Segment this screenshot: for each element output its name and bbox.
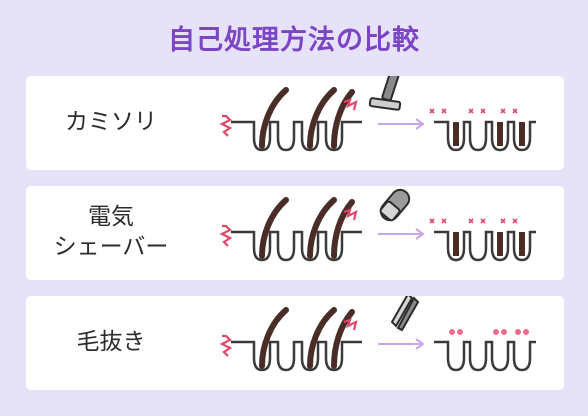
skin-line-before bbox=[231, 340, 362, 372]
method-label-line: 電気 bbox=[88, 204, 134, 231]
pain-zigzag-icon bbox=[343, 318, 358, 331]
skin-line-before bbox=[231, 120, 362, 152]
method-row-tweezers: 毛抜き bbox=[26, 296, 564, 390]
hair-strand bbox=[331, 89, 355, 149]
pain-zigzag-icon bbox=[219, 224, 233, 247]
electric-shaver-icon bbox=[379, 188, 411, 222]
hair-strand bbox=[331, 309, 355, 369]
pain-zigzag-icon bbox=[219, 334, 233, 357]
method-label: 毛抜き bbox=[26, 296, 196, 390]
irritation-marks bbox=[429, 108, 518, 114]
page-title: 自己処理方法の比較 bbox=[168, 25, 420, 56]
skin-before bbox=[219, 197, 362, 262]
irritation-marks bbox=[429, 218, 518, 224]
tweezers-icon bbox=[390, 296, 420, 332]
skin-line-after bbox=[434, 120, 536, 152]
method-label: カミソリ bbox=[26, 76, 196, 170]
skin-line-before bbox=[231, 230, 362, 262]
arrow-icon bbox=[378, 338, 425, 350]
method-label-line: カミソリ bbox=[65, 109, 157, 136]
skin-line-after bbox=[434, 340, 536, 372]
hair-strand bbox=[307, 197, 337, 259]
skin-after bbox=[429, 108, 536, 152]
skin-after bbox=[429, 218, 536, 262]
pain-zigzag-icon bbox=[219, 114, 233, 137]
razor-icon bbox=[368, 76, 402, 111]
method-row-electric-shaver: 電気 シェーバー bbox=[26, 186, 564, 280]
hair-strand bbox=[331, 199, 355, 259]
skin-after bbox=[434, 329, 536, 372]
hair-strand bbox=[259, 307, 289, 369]
process-illustration bbox=[219, 296, 536, 372]
pain-zigzag-icon bbox=[343, 208, 358, 221]
redness-dots bbox=[449, 329, 529, 335]
method-label: 電気 シェーバー bbox=[26, 186, 196, 280]
skin-before bbox=[219, 87, 362, 152]
hair-strand bbox=[259, 197, 289, 259]
hair-strand bbox=[307, 87, 337, 149]
hair-strand bbox=[307, 307, 337, 369]
method-label-line: 毛抜き bbox=[76, 329, 146, 356]
arrow-icon bbox=[378, 118, 425, 130]
hair-strand bbox=[259, 87, 289, 149]
method-label-line: シェーバー bbox=[53, 234, 169, 260]
process-illustration bbox=[219, 76, 536, 152]
arrow-icon bbox=[378, 228, 425, 240]
skin-before bbox=[219, 307, 362, 372]
pain-zigzag-icon bbox=[343, 98, 358, 111]
process-illustration bbox=[219, 188, 536, 262]
skin-line-after bbox=[434, 230, 536, 262]
method-row-razor: カミソリ bbox=[26, 76, 564, 170]
